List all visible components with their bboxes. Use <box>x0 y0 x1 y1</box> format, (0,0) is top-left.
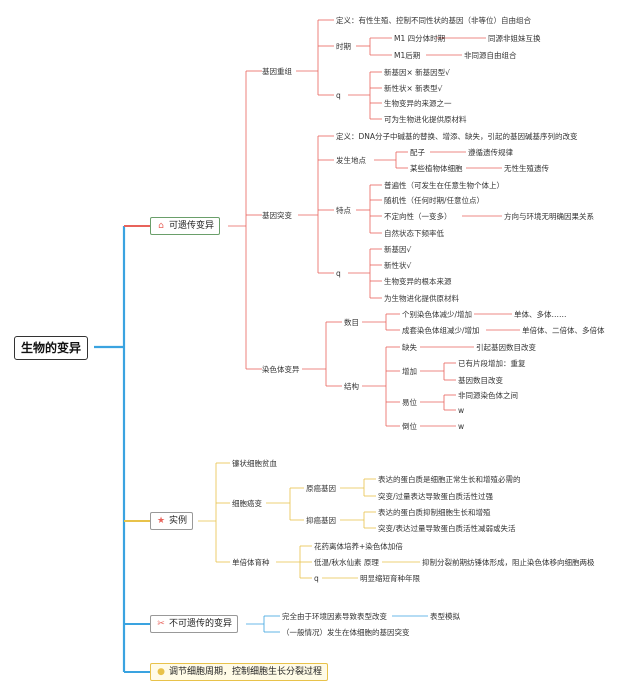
mutation-q-item: 新基因√ <box>384 245 412 254</box>
recombination-q-item: 新性状× 新表型√ <box>384 84 443 93</box>
mutation-features: 特点 <box>336 206 351 215</box>
mutation-feature-item: 随机性（任何时期/任意位点） <box>384 196 485 205</box>
mutation-definition: 定义：DNA分子中碱基的替换、增添、缺失，引起的基因碱基序列的改变 <box>336 132 578 141</box>
tumor-suppressor-note: 表达的蛋白质抑制细胞生长和增殖 <box>378 508 491 517</box>
recombination-timing: 时期 <box>336 42 351 51</box>
mutation-q-item: 生物变异的根本来源 <box>384 277 452 286</box>
mutation-q: q <box>336 269 341 278</box>
home-icon: ⌂ <box>158 221 164 231</box>
haploid-breeding-q: q <box>314 574 319 583</box>
chromosome-set-note: 单倍体、二倍体、多倍体 <box>522 326 605 335</box>
somatic-site: 某些植物体细胞 <box>410 164 463 173</box>
duplication-note: 基因数目改变 <box>458 376 503 385</box>
cell-canceration: 细胞癌变 <box>232 499 262 508</box>
sickle-cell-anemia: 镰状细胞贫血 <box>232 459 277 468</box>
chromosome-variation-node[interactable]: 染色体变异 <box>262 365 300 374</box>
m1-late-note: 非同源自由组合 <box>464 51 517 60</box>
recombination-q-item: 生物变异的来源之一 <box>384 99 452 108</box>
individual-chromosome: 个别染色体减少/增加 <box>402 310 473 319</box>
nonheritable-variation-node[interactable]: ✂ 不可遗传的变异 <box>150 615 239 633</box>
tools-icon: ✂ <box>157 619 165 629</box>
chromosome-set: 成套染色体组减少/增加 <box>402 326 480 335</box>
m1-tetrad-stage: M1 四分体时期 <box>394 34 446 43</box>
examples-label: 实例 <box>169 516 188 526</box>
mutation-feature-item: 自然状态下频率低 <box>384 229 444 238</box>
recombination-node[interactable]: 基因重组 <box>262 67 292 76</box>
recombination-definition: 定义：有性生殖、控制不同性状的基因（非等位）自由组合 <box>336 16 531 25</box>
heritable-variation-label: 可遗传变异 <box>169 221 215 231</box>
somatic-mutation: （一般情况）发生在体细胞的基因突变 <box>282 628 410 637</box>
tumor-suppressor-note: 突变/表达过量导致蛋白质活性减弱或失活 <box>378 524 516 533</box>
recombination-q-item: 新基因× 新基因型√ <box>384 68 450 77</box>
cell-cycle-label: 调节细胞周期，控制细胞生长分裂过程 <box>169 667 323 677</box>
duplication: 增加 <box>402 367 417 376</box>
mutation-feature-item: 普遍性（可发生在任意生物个体上） <box>384 181 504 190</box>
phenocopy-note: 表型模拟 <box>430 612 460 621</box>
undirected-note: 方向与环境无明确因果关系 <box>504 212 594 221</box>
haploid-breeding-item: 低温/秋水仙素 原理 <box>314 558 379 567</box>
mutation-site: 发生地点 <box>336 156 366 165</box>
deletion-note: 引起基因数目改变 <box>476 343 536 352</box>
environment-variation: 完全由于环境因素导致表型改变 <box>282 612 387 621</box>
chromosome-number: 数目 <box>344 318 359 327</box>
individual-chromosome-note: 单体、多体…… <box>514 310 567 319</box>
m1-late-stage: M1后期 <box>394 51 421 60</box>
haploid-breeding-item: 花药离体培养+染色体加倍 <box>314 542 403 551</box>
mutation-feature-item: 不定向性（一变多） <box>384 212 452 221</box>
haploid-breeding: 单倍体育种 <box>232 558 270 567</box>
tumor-suppressor-gene: 抑癌基因 <box>306 516 336 525</box>
inversion-note: w <box>458 422 465 431</box>
gamete-note: 遵循遗传规律 <box>468 148 513 157</box>
examples-node[interactable]: ★实例 <box>150 512 194 530</box>
proto-oncogene-note: 突变/过量表达导致蛋白质活性过强 <box>378 492 494 501</box>
cell-cycle-node[interactable]: ● 调节细胞周期，控制细胞生长分裂过程 <box>150 663 329 681</box>
star-icon: ★ <box>156 516 166 526</box>
translocation: 易位 <box>402 398 417 407</box>
recombination-q: q <box>336 91 341 100</box>
proto-oncogene-note: 表达的蛋白质是细胞正常生长和增殖必需的 <box>378 475 521 484</box>
mutation-q-item: 为生物进化提供原材料 <box>384 294 459 303</box>
mutation-q-item: 新性状√ <box>384 261 412 270</box>
chromosome-structure: 结构 <box>344 382 359 391</box>
inversion: 倒位 <box>402 422 417 431</box>
nonheritable-variation-label: 不可遗传的变异 <box>169 619 233 629</box>
proto-oncogene: 原癌基因 <box>306 484 336 493</box>
somatic-note: 无性生殖遗传 <box>504 164 549 173</box>
duplication-note: 已有片段增加：重复 <box>458 359 526 368</box>
mutation-node[interactable]: 基因突变 <box>262 211 292 220</box>
deletion: 缺失 <box>402 343 417 352</box>
translocation-note: w <box>458 406 465 415</box>
haploid-breeding-note: 抑制分裂前期纺锤体形成，阻止染色体移向细胞两极 <box>422 558 595 567</box>
root-node[interactable]: 生物的变异 <box>14 336 89 360</box>
haploid-breeding-item: 明显缩短育种年限 <box>360 574 420 583</box>
m1-tetrad-note: 同源非姐妹互换 <box>488 34 541 43</box>
heritable-variation-node[interactable]: ⌂ 可遗传变异 <box>150 217 221 235</box>
lightbulb-icon: ● <box>157 667 165 677</box>
translocation-note: 非同源染色体之间 <box>458 391 518 400</box>
recombination-q-item: 可为生物进化提供原材料 <box>384 115 467 124</box>
gamete-site: 配子 <box>410 148 425 157</box>
